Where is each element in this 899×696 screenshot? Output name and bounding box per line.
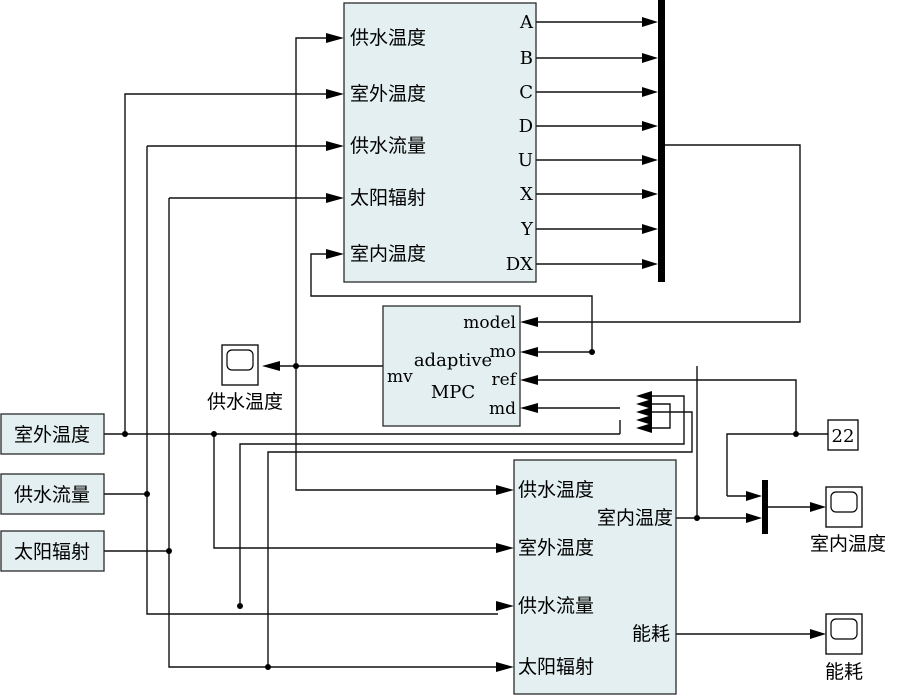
source-block-solar-radiation[interactable]: 太阳辐射 (0, 530, 105, 572)
arrowheads (262, 17, 826, 672)
scope-icon (830, 618, 858, 640)
source-label: 太阳辐射 (14, 541, 90, 563)
source-block-outdoor-temp[interactable]: 室外温度 (0, 413, 105, 455)
input-label: 供水温度 (350, 27, 426, 49)
scope-label: 供水温度 (207, 391, 283, 413)
output-label: D (519, 116, 533, 137)
mux-bar-top[interactable] (658, 0, 665, 282)
plant-model-block-bottom[interactable]: 供水温度 室外温度 供水流量 太阳辐射 室内温度 能耗 (513, 459, 677, 695)
junction-dots (122, 349, 799, 670)
scope-energy[interactable]: 能耗 (825, 613, 863, 683)
input-label: 太阳辐射 (350, 187, 426, 209)
input-label: 供水温度 (518, 479, 594, 501)
adaptive-mpc-block[interactable]: model mo ref md mv adaptive MPC (382, 305, 521, 427)
output-label: 室内温度 (597, 507, 673, 529)
output-label: X (520, 184, 533, 205)
input-label: 供水流量 (350, 135, 426, 157)
scope-icon (830, 491, 858, 513)
output-label: 能耗 (632, 623, 670, 645)
output-label: A (519, 12, 534, 33)
mux-bar-bottom[interactable] (762, 480, 768, 534)
scope-label: 室内温度 (810, 533, 886, 555)
source-block-supply-flow[interactable]: 供水流量 (0, 473, 105, 515)
scope-indoor-temp[interactable]: 室内温度 (810, 486, 886, 555)
scope-label: 能耗 (825, 661, 863, 683)
input-label: 太阳辐射 (518, 656, 594, 678)
mpc-title: adaptive (414, 350, 492, 371)
output-label: U (518, 150, 533, 171)
constant-value: 22 (832, 426, 855, 447)
scope-icon (226, 349, 254, 371)
output-label: DX (506, 254, 533, 275)
output-label: C (519, 82, 533, 103)
scope-supply-temp[interactable]: 供水温度 (207, 344, 283, 413)
input-label: 室外温度 (350, 83, 426, 105)
source-label: 供水流量 (14, 484, 90, 506)
mpc-input-label: md (489, 399, 516, 419)
plant-model-block-top[interactable]: 供水温度 室外温度 供水流量 太阳辐射 室内温度 A B C D U X Y D… (343, 2, 537, 283)
mpc-title: MPC (431, 382, 475, 403)
wires (104, 21, 828, 668)
mpc-input-label: mo (490, 342, 516, 362)
input-label: 室外温度 (518, 537, 594, 559)
output-label: B (520, 48, 533, 69)
output-label: Y (520, 219, 534, 240)
input-label: 供水流量 (518, 595, 594, 617)
mpc-output-label: mv (387, 367, 413, 387)
mpc-input-label: ref (492, 370, 518, 390)
input-label: 室内温度 (350, 243, 426, 265)
mpc-input-label: model (463, 313, 516, 333)
source-label: 室外温度 (14, 424, 90, 446)
constant-block[interactable]: 22 (827, 419, 859, 451)
